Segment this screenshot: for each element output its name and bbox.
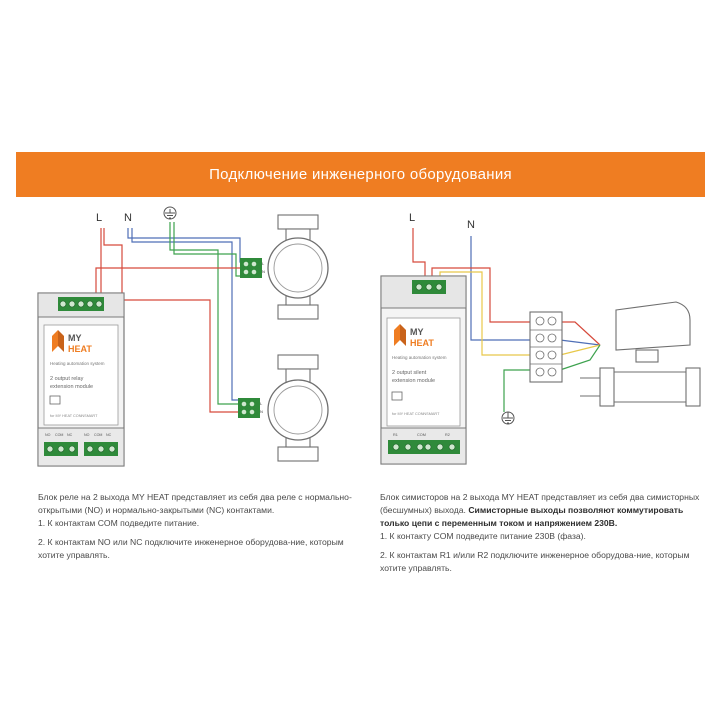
silent-title-line2: extension module: [392, 378, 435, 384]
silent-bottom-screws: [392, 443, 456, 451]
right-valve-wire-green: [559, 344, 601, 371]
silent-indicator: [391, 391, 403, 401]
pump2-terminal-l: L: [260, 401, 263, 406]
left-caption: Блок реле на 2 выхода MY HEAT представля…: [38, 491, 368, 562]
terminal-block: [529, 311, 563, 383]
myheat-logo-icon: [394, 324, 406, 346]
relay-contact-com-2: COM: [94, 433, 102, 437]
pump2-terminal-n: N: [260, 409, 263, 414]
title-banner: Подключение инженерного оборудования: [16, 152, 705, 197]
right-label-l: L: [409, 212, 415, 224]
right-diagram: L N: [380, 212, 701, 465]
left-caption-step2: 2. К контактам NO или NC подключите инже…: [38, 537, 344, 560]
relay-module: MY HEAT Heating automation system 2 outp…: [37, 292, 125, 467]
relay-title-line2: extension module: [50, 384, 93, 390]
relay-title-line1: 2 output relay: [50, 376, 84, 382]
right-caption-step1: 1. К контакту COM подведите питание 230В…: [380, 531, 586, 541]
relay-contact-no-2: NO: [84, 433, 90, 437]
circulation-pump-icon: L N: [238, 354, 329, 462]
right-wires: [412, 228, 601, 412]
page-title: Подключение инженерного оборудования: [209, 166, 512, 183]
right-l-wire: [412, 228, 426, 280]
left-caption-step1: 1. К контактам COM подведите питание.: [38, 518, 200, 528]
right-ground-wire: [503, 369, 532, 412]
right-output-wire-2: [439, 271, 532, 356]
right-caption-step2: 2. К контактам R1 и/или R2 подключите ин…: [380, 550, 690, 573]
pump1-terminal-l: L: [262, 261, 265, 266]
relay-contact-nc-2: NC: [106, 433, 112, 437]
left-label-n: N: [124, 212, 132, 224]
left-caption-intro: Блок реле на 2 выхода MY HEAT представля…: [38, 492, 352, 515]
right-caption: Блок симисторов на 2 выхода MY HEAT пред…: [380, 491, 710, 575]
right-caption-intro-bold: Симисторные выходы позволяют коммутирова…: [380, 505, 684, 528]
right-caption-intro: Блок симисторов на 2 выхода MY HEAT пред…: [380, 491, 710, 530]
right-valve-wire-yellow: [559, 344, 601, 356]
pump1-terminal-n: N: [262, 269, 265, 274]
silent-module-top-rail: [380, 275, 467, 309]
silent-title-line1: 2 output silent: [392, 370, 427, 376]
right-valve-wire-blue: [559, 339, 601, 346]
myheat-logo-icon: [52, 330, 64, 352]
relay-logo-top: MY: [68, 333, 82, 343]
left-diagram: L N: [37, 206, 329, 467]
right-label-n: N: [467, 219, 475, 231]
relay-contact-nc-1: NC: [67, 433, 73, 437]
relay-contact-labels: NO COM NC NO COM NC: [45, 433, 112, 437]
silent-bottom-terminal: [388, 440, 460, 454]
silent-logo-bottom: HEAT: [410, 338, 434, 348]
ground-icon: [163, 206, 177, 220]
silent-logo-top: MY: [410, 327, 424, 337]
relay-footer: for MY HEAT CONNSMART: [50, 414, 98, 418]
ground-icon: [501, 411, 515, 425]
left-n-wire: [127, 228, 252, 263]
silent-tagline: Heating automation system: [392, 355, 447, 360]
right-n-wire: [470, 236, 532, 341]
silent-footer: for MY HEAT CONNSMART: [392, 412, 440, 416]
relay-indicator: [49, 395, 61, 405]
relay-module-top-screws: [59, 300, 103, 308]
left-label-l: L: [96, 212, 102, 224]
silent-module-top-screws: [415, 283, 443, 291]
right-output-wire-1: [431, 267, 532, 323]
left-l-wire-b: [103, 228, 123, 300]
circulation-pump-icon: L N: [240, 214, 329, 320]
relay-bottom-screws: [46, 445, 116, 453]
silent-contact-labels: R1 COM R2: [393, 433, 450, 437]
relay-contact-no-1: NO: [45, 433, 51, 437]
relay-contact-com-1: COM: [55, 433, 63, 437]
silent-contact-r1: R1: [393, 433, 398, 437]
silent-module: MY HEAT Heating automation system 2 outp…: [380, 275, 467, 465]
left-n-wire-b: [131, 228, 248, 401]
left-ground-wire: [169, 222, 248, 405]
relay-tagline: Heating automation system: [50, 361, 105, 366]
right-valve-wire-red: [560, 321, 601, 346]
right-caption-intro-text: Блок симисторов на 2 выхода MY HEAT пред…: [380, 492, 700, 515]
motorized-valve-icon: [580, 301, 701, 407]
silent-contact-r2: R2: [445, 433, 450, 437]
relay-logo-bottom: HEAT: [68, 344, 92, 354]
silent-contact-com: COM: [417, 433, 426, 437]
